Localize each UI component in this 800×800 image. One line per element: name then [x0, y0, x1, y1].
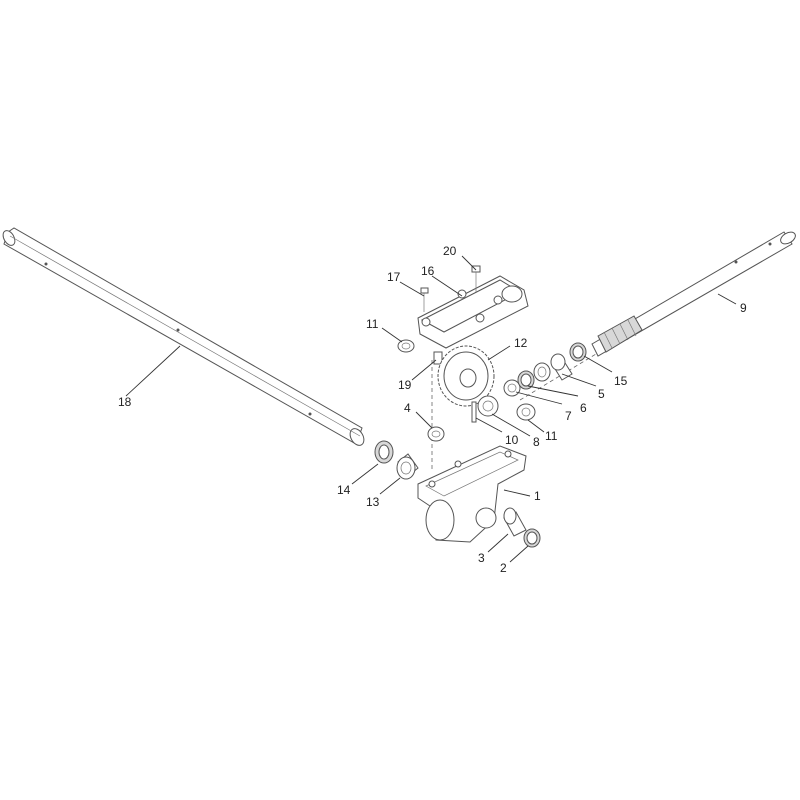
callout-15: 15: [614, 374, 628, 388]
alignment-axis-right: [519, 353, 597, 401]
bearing-8: [477, 395, 499, 417]
washer-11-lower: [516, 403, 536, 421]
callout-1: 1: [534, 489, 541, 503]
callout-3: 3: [478, 551, 485, 565]
worm-gear-12: [437, 345, 495, 407]
bearing-6: [517, 370, 535, 390]
washer-7: [503, 379, 521, 397]
bushing-5b: [550, 353, 573, 381]
callout-14: 14: [337, 483, 351, 497]
callout-6: 6: [580, 401, 587, 415]
callout-20: 20: [443, 244, 457, 258]
callout-5: 5: [598, 387, 605, 401]
shaft-right-worm: [591, 231, 796, 357]
bushing-3: [503, 507, 527, 537]
seal-2: [523, 528, 541, 548]
washer-11-upper-hole: [401, 342, 411, 350]
callout-9: 9: [740, 301, 747, 315]
leader-lines: [125, 255, 737, 563]
callout-2: 2: [500, 561, 507, 575]
callout-12: 12: [514, 336, 528, 350]
seal-14: [374, 440, 394, 464]
callout-18: 18: [118, 395, 132, 409]
gearbox-housing: [417, 445, 527, 543]
washer-11-upper: [397, 339, 415, 353]
callout-4: 4: [404, 401, 411, 415]
callout-16: 16: [421, 264, 435, 278]
pin-19: [433, 351, 443, 365]
bearing-13: [396, 453, 419, 480]
callout-8: 8: [533, 435, 540, 449]
seal-15: [569, 342, 587, 362]
callout-17: 17: [387, 270, 401, 284]
bolt-17: [420, 287, 429, 312]
callout-7: 7: [565, 409, 572, 423]
spacer-5: [533, 362, 551, 382]
callout-13: 13: [366, 495, 380, 509]
gear-cover: [417, 275, 529, 349]
callout-11-lower: 11: [545, 429, 558, 443]
shaft-left: [2, 227, 365, 446]
callout-19: 19: [398, 378, 412, 392]
callout-10: 10: [505, 433, 519, 447]
callout-11-upper: 11: [366, 317, 379, 331]
key-10: [471, 401, 477, 423]
bushing-4: [427, 426, 445, 442]
screw-20: [471, 265, 481, 292]
